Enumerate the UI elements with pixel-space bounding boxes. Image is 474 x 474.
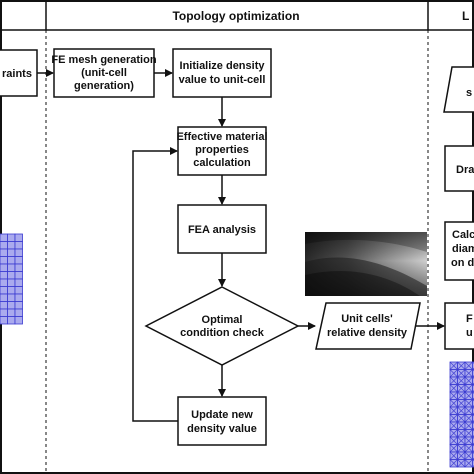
constraints-box xyxy=(0,49,38,97)
fe-mesh-label-3: generation) xyxy=(74,80,134,92)
fe-mesh-label-1: FE mesh generation xyxy=(51,54,156,66)
right-box-1 xyxy=(443,66,474,113)
effective-props-label-2: properties xyxy=(195,144,249,156)
effective-props-box xyxy=(177,126,267,176)
decision-label-1: Optimal xyxy=(202,314,243,326)
decision-diamond xyxy=(144,286,300,366)
fea-box xyxy=(177,204,267,254)
init-density-label-2: value to unit-cell xyxy=(179,74,266,86)
right-box-2-label: Dra xyxy=(456,164,474,176)
right-box-2 xyxy=(444,145,474,192)
relative-density-label-2: relative density xyxy=(327,327,408,339)
relative-density-label-1: Unit cells' xyxy=(341,313,393,325)
fea-label: FEA analysis xyxy=(188,224,256,236)
lattice-left xyxy=(0,233,23,325)
decision-label-2: condition check xyxy=(180,327,265,339)
right-box-3-label-2: diam xyxy=(452,243,474,255)
right-box-4-label-2: u xyxy=(466,327,473,339)
lattice-right xyxy=(449,361,474,468)
relative-density-box xyxy=(315,302,421,350)
right-box-1-label: s xyxy=(466,87,472,99)
constraints-label: raints xyxy=(2,68,32,80)
update-density-label-2: density value xyxy=(187,423,257,435)
init-density-box xyxy=(172,48,272,98)
update-density-box xyxy=(177,396,267,446)
right-box-3-label-3: on de xyxy=(451,257,474,269)
right-box-4-label-1: F xyxy=(466,313,473,325)
right-box-4 xyxy=(444,302,474,350)
effective-props-label-3: calculation xyxy=(193,157,251,169)
effective-props-label-1: Effective material xyxy=(176,131,267,143)
right-box-3 xyxy=(444,221,474,281)
fe-mesh-label-2: (unit-cell xyxy=(81,67,127,79)
arrow-loop-back xyxy=(132,147,178,422)
update-density-label-1: Update new xyxy=(191,409,253,421)
init-density-label-1: Initialize density xyxy=(180,60,266,72)
lane-title-topology: Topology optimization xyxy=(172,9,299,23)
lane-title-right: L xyxy=(462,9,469,23)
right-box-3-label-1: Calc xyxy=(452,229,474,241)
density-map xyxy=(305,232,427,296)
